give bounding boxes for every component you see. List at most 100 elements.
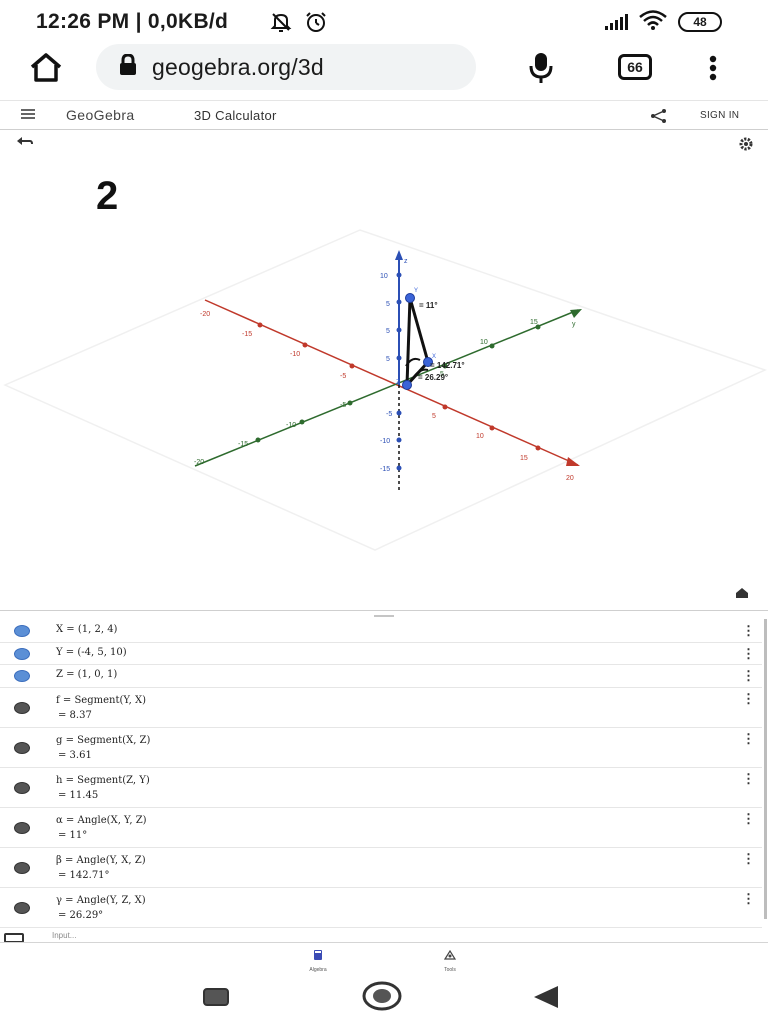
x-tick-label: 20 <box>566 475 574 482</box>
3d-scene[interactable]: -20 -15 -10 -5 5 10 15 20 -20 -15 -10 -5… <box>0 130 768 610</box>
resize-handle[interactable] <box>374 615 394 617</box>
visibility-toggle[interactable] <box>14 902 30 914</box>
visibility-toggle[interactable] <box>14 782 30 794</box>
algebra-row[interactable]: h = Segment(Z, Y) = 11.45 ⋮ <box>0 768 762 808</box>
angle-arc-beta <box>412 368 429 379</box>
browser-toolbar: geogebra.org/3d 66 <box>0 42 768 94</box>
sign-in-button[interactable]: SIGN IN <box>700 110 740 121</box>
point-label-Z: Z <box>396 380 400 386</box>
y-tick-label: 5 <box>440 371 444 378</box>
x-axis-labels: -20 -15 -10 -5 5 10 15 20 <box>200 311 574 482</box>
angle-label-beta: = 142.71° <box>430 361 465 370</box>
algebra-row[interactable]: α = Angle(X, Y, Z) = 11° ⋮ <box>0 808 762 848</box>
more-vert-icon[interactable]: ⋮ <box>742 691 755 706</box>
back-icon[interactable] <box>532 984 562 1015</box>
graphics-3d-view[interactable]: -20 -15 -10 -5 5 10 15 20 -20 -15 -10 -5… <box>0 130 768 610</box>
visibility-toggle[interactable] <box>14 670 30 682</box>
x-tick-label: 5 <box>432 413 436 420</box>
more-vert-icon[interactable]: ⋮ <box>742 811 755 826</box>
x-axis-arrow <box>566 457 580 466</box>
more-vert-icon[interactable]: ⋮ <box>742 851 755 866</box>
microphone-icon[interactable] <box>524 50 558 86</box>
angle-label-gamma: = 26.29° <box>418 373 448 382</box>
z-axis-labels: z 10 5 5 5 -5 -10 -15 <box>380 258 408 473</box>
home-view-icon[interactable] <box>733 586 751 605</box>
z-axis-ticks <box>396 272 402 471</box>
algebra-definition[interactable]: X = (1, 2, 4) <box>56 624 118 635</box>
y-tick-label: 10 <box>480 339 488 346</box>
tab-switcher-button[interactable]: 66 <box>618 54 652 80</box>
input-bar[interactable]: Input... <box>0 929 768 943</box>
algebra-row[interactable]: β = Angle(Y, X, Z) = 142.71° ⋮ <box>0 848 762 888</box>
more-vert-icon[interactable]: ⋮ <box>742 731 755 746</box>
segment-h[interactable] <box>405 297 412 386</box>
y-tick-label: -20 <box>194 459 204 466</box>
point-Y[interactable] <box>405 293 415 303</box>
algebra-row[interactable]: Z = (1, 0, 1) ⋮ <box>0 665 762 688</box>
algebra-definition[interactable]: f = Segment(Y, X) <box>56 695 147 706</box>
tab-tools[interactable]: Tools <box>420 947 480 973</box>
z-tick-label: -15 <box>380 466 390 473</box>
algebra-definition[interactable]: Z = (1, 0, 1) <box>56 669 118 680</box>
angle-label-alpha: = 11° <box>419 301 438 310</box>
visibility-toggle[interactable] <box>14 742 30 754</box>
algebra-definition[interactable]: β = Angle(Y, X, Z) <box>56 855 146 866</box>
algebra-row[interactable]: Y = (-4, 5, 10) ⋮ <box>0 643 762 665</box>
algebra-row[interactable]: f = Segment(Y, X) = 8.37 ⋮ <box>0 688 762 728</box>
x-axis-ticks <box>257 322 541 451</box>
status-bar: 12:26 PM | 0,0KB/d 48 <box>0 0 768 42</box>
algebra-definition[interactable]: α = Angle(X, Y, Z) <box>56 815 147 826</box>
battery-level: 48 <box>693 15 707 29</box>
algebra-value: = 142.71° <box>58 870 110 881</box>
gear-icon[interactable] <box>738 136 754 157</box>
more-vert-icon[interactable]: ⋮ <box>742 646 755 661</box>
menu-icon[interactable] <box>20 107 36 126</box>
home-circle-icon[interactable] <box>362 980 402 1017</box>
y-tick-label: -5 <box>340 402 346 409</box>
algebra-definition[interactable]: Y = (-4, 5, 10) <box>56 647 127 658</box>
address-bar[interactable]: geogebra.org/3d <box>96 44 476 90</box>
visibility-toggle[interactable] <box>14 648 30 660</box>
more-vert-icon[interactable]: ⋮ <box>742 891 755 906</box>
triangle[interactable] <box>405 297 430 387</box>
y-tick-label: -10 <box>286 422 296 429</box>
text-label[interactable]: 2 <box>96 174 119 218</box>
more-vert-icon[interactable] <box>700 52 726 84</box>
xy-plane <box>3 229 768 551</box>
undo-icon[interactable] <box>16 136 34 155</box>
segment-f[interactable] <box>408 297 430 363</box>
calculator-icon <box>313 947 323 964</box>
x-tick-label: -10 <box>290 351 300 358</box>
point-Z[interactable] <box>402 380 412 390</box>
point-X[interactable] <box>423 357 433 367</box>
app-brand: GeoGebra <box>66 107 135 123</box>
bottom-tab-bar: Algebra Tools <box>0 942 768 973</box>
y-tick-label: -15 <box>238 441 248 448</box>
algebra-value: = 8.37 <box>58 710 92 721</box>
tab-label: Algebra <box>309 967 327 973</box>
status-time: 12:26 PM | 0,0KB/d <box>36 10 229 33</box>
z-tick-label: -10 <box>380 438 390 445</box>
scrollbar[interactable] <box>764 619 767 919</box>
algebra-row[interactable]: g = Segment(X, Z) = 3.61 ⋮ <box>0 728 762 768</box>
visibility-toggle[interactable] <box>14 625 30 637</box>
visibility-toggle[interactable] <box>14 822 30 834</box>
algebra-definition[interactable]: γ = Angle(Y, Z, X) <box>56 895 146 906</box>
share-icon[interactable] <box>650 109 668 128</box>
visibility-toggle[interactable] <box>14 862 30 874</box>
algebra-definition[interactable]: g = Segment(X, Z) <box>56 735 151 746</box>
angle-labels: = 11° = 142.71° = 26.29° <box>418 301 465 382</box>
algebra-definition[interactable]: h = Segment(Z, Y) <box>56 775 150 786</box>
tab-algebra[interactable]: Algebra <box>288 947 348 973</box>
algebra-row[interactable]: γ = Angle(Y, Z, X) = 26.29° ⋮ <box>0 888 762 928</box>
more-vert-icon[interactable]: ⋮ <box>742 623 755 638</box>
x-tick-label: 15 <box>520 455 528 462</box>
more-vert-icon[interactable]: ⋮ <box>742 771 755 786</box>
algebra-row[interactable]: X = (1, 2, 4) ⋮ <box>0 619 762 643</box>
home-icon[interactable] <box>26 52 66 84</box>
recents-icon[interactable] <box>202 987 230 1012</box>
signal-icon <box>605 14 628 30</box>
visibility-toggle[interactable] <box>14 702 30 714</box>
input-placeholder[interactable]: Input... <box>52 931 77 940</box>
more-vert-icon[interactable]: ⋮ <box>742 668 755 683</box>
